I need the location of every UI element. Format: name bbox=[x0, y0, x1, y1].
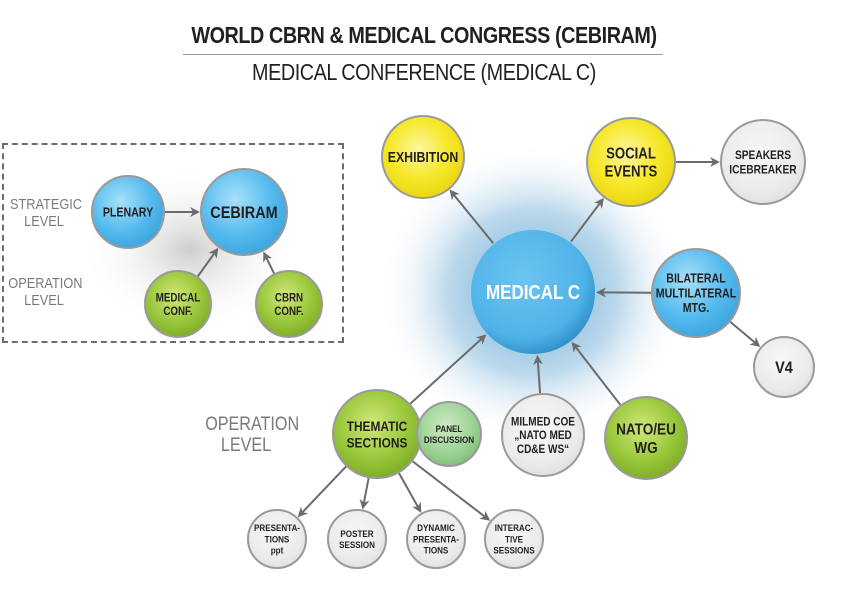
node-label: PLENARY bbox=[103, 206, 154, 220]
node-label: CBRN bbox=[275, 292, 303, 305]
title-divider bbox=[183, 54, 663, 55]
node-circle bbox=[381, 115, 465, 199]
node-label: WG bbox=[634, 440, 657, 457]
cebiram-inset-box bbox=[2, 143, 344, 343]
arrow-medical-c-to-exhibition bbox=[449, 189, 494, 244]
node-label: MULTILATERAL bbox=[656, 287, 736, 301]
node-circle bbox=[247, 509, 307, 569]
node-label: MEDICAL bbox=[156, 292, 201, 305]
node-label: CONF. bbox=[163, 305, 192, 318]
node-label: „NATO MED bbox=[514, 430, 572, 443]
node-circle bbox=[720, 119, 806, 205]
node-cebiram: CEBIRAM bbox=[200, 168, 288, 256]
label-line: OPERATION bbox=[8, 275, 83, 292]
label-line: LEVEL bbox=[220, 435, 272, 457]
node-plenary: PLENARY bbox=[91, 175, 165, 249]
arrow-medical-c-to-social-events bbox=[570, 197, 604, 243]
node-nato-eu-wg: NATO/EU WG bbox=[604, 396, 688, 480]
node-label: MILMED COE bbox=[511, 416, 575, 429]
node-label: DYNAMIC bbox=[417, 523, 455, 534]
node-label: DISCUSSION bbox=[424, 434, 474, 445]
node-medical-c: MEDICAL C bbox=[471, 230, 595, 354]
node-label: PRESENTA- bbox=[413, 534, 459, 545]
node-label: CD&E WS“ bbox=[517, 443, 569, 456]
node-label: CONF. bbox=[274, 305, 303, 318]
node-circle bbox=[91, 175, 165, 249]
node-circle bbox=[586, 117, 676, 207]
arrow-thematic-sections-to-presentations-ppt bbox=[297, 465, 347, 518]
node-label: ppt bbox=[271, 545, 284, 556]
arrow-nato-eu-wg-to-medical-c bbox=[571, 341, 622, 406]
node-circle bbox=[604, 396, 688, 480]
label-line: LEVEL bbox=[24, 212, 64, 230]
node-label: BILATERAL bbox=[666, 272, 725, 286]
arrow-thematic-sections-to-medical-c bbox=[409, 334, 487, 405]
node-label: ICEBREAKER bbox=[729, 164, 796, 177]
node-circle bbox=[501, 393, 585, 477]
arrow-thematic-sections-to-poster-session bbox=[359, 478, 370, 510]
node-label: POSTER bbox=[340, 528, 374, 539]
label-line: LEVEL bbox=[24, 291, 64, 309]
node-label: SECTIONS bbox=[347, 434, 408, 450]
node-label: PANEL bbox=[436, 423, 463, 434]
arrow-cbrn-conf-to-cebiram bbox=[263, 251, 275, 274]
node-label: MEDICAL C bbox=[486, 281, 580, 304]
node-label: EVENTS bbox=[605, 164, 658, 181]
node-label: TIONS bbox=[265, 534, 290, 545]
node-circle bbox=[471, 230, 595, 354]
arrow-milmed-coe-to-medical-c bbox=[533, 354, 544, 394]
node-circle bbox=[255, 270, 323, 338]
diagram-title: WORLD CBRN & MEDICAL CONGRESS (CEBIRAM) bbox=[191, 22, 657, 48]
arrow-thematic-sections-to-dynamic-presentations bbox=[398, 472, 422, 513]
node-circle bbox=[406, 509, 466, 569]
diagram-subtitle: MEDICAL CONFERENCE (MEDICAL C) bbox=[252, 59, 596, 85]
label-line: STRATEGIC bbox=[10, 196, 83, 213]
inset-strategic-level-label: STRATEGIC LEVEL bbox=[10, 196, 83, 231]
node-label: V4 bbox=[775, 359, 793, 377]
node-label: THEMATIC bbox=[347, 418, 408, 434]
node-label: PRESENTA- bbox=[254, 523, 300, 534]
arrow-thematic-sections-to-interactive-sessions bbox=[412, 460, 491, 521]
node-label: SESSION bbox=[339, 539, 375, 550]
arrow-medical-conf-to-cebiram bbox=[197, 247, 219, 277]
node-circle bbox=[651, 248, 741, 338]
node-label: SESSIONS bbox=[493, 545, 534, 556]
node-circle bbox=[484, 509, 544, 569]
node-label: SPEAKERS bbox=[735, 150, 791, 163]
edges-layer bbox=[165, 157, 761, 521]
node-circle bbox=[327, 509, 387, 569]
node-label: EXHIBITION bbox=[388, 149, 458, 165]
node-label: TIONS bbox=[424, 545, 449, 556]
node-circle bbox=[144, 270, 212, 338]
node-exhibition: EXHIBITION bbox=[381, 115, 465, 199]
arrow-bilateral-multilateral-to-v4 bbox=[729, 321, 761, 348]
main-operation-level-label: OPERATION LEVEL bbox=[205, 414, 300, 457]
label-line: OPERATION bbox=[205, 414, 300, 435]
node-v4: V4 bbox=[753, 336, 815, 398]
inset-operation-level-label: OPERATION LEVEL bbox=[8, 275, 83, 310]
node-label: MTG. bbox=[683, 301, 710, 315]
node-label: CEBIRAM bbox=[210, 204, 277, 222]
node-label: INTERAC- bbox=[495, 523, 534, 534]
node-circle bbox=[200, 168, 288, 256]
node-label: NATO/EU bbox=[616, 421, 676, 438]
node-circle bbox=[753, 336, 815, 398]
node-label: TIVE bbox=[505, 534, 523, 545]
node-circle bbox=[416, 401, 482, 467]
node-label: SOCIAL bbox=[606, 146, 656, 163]
